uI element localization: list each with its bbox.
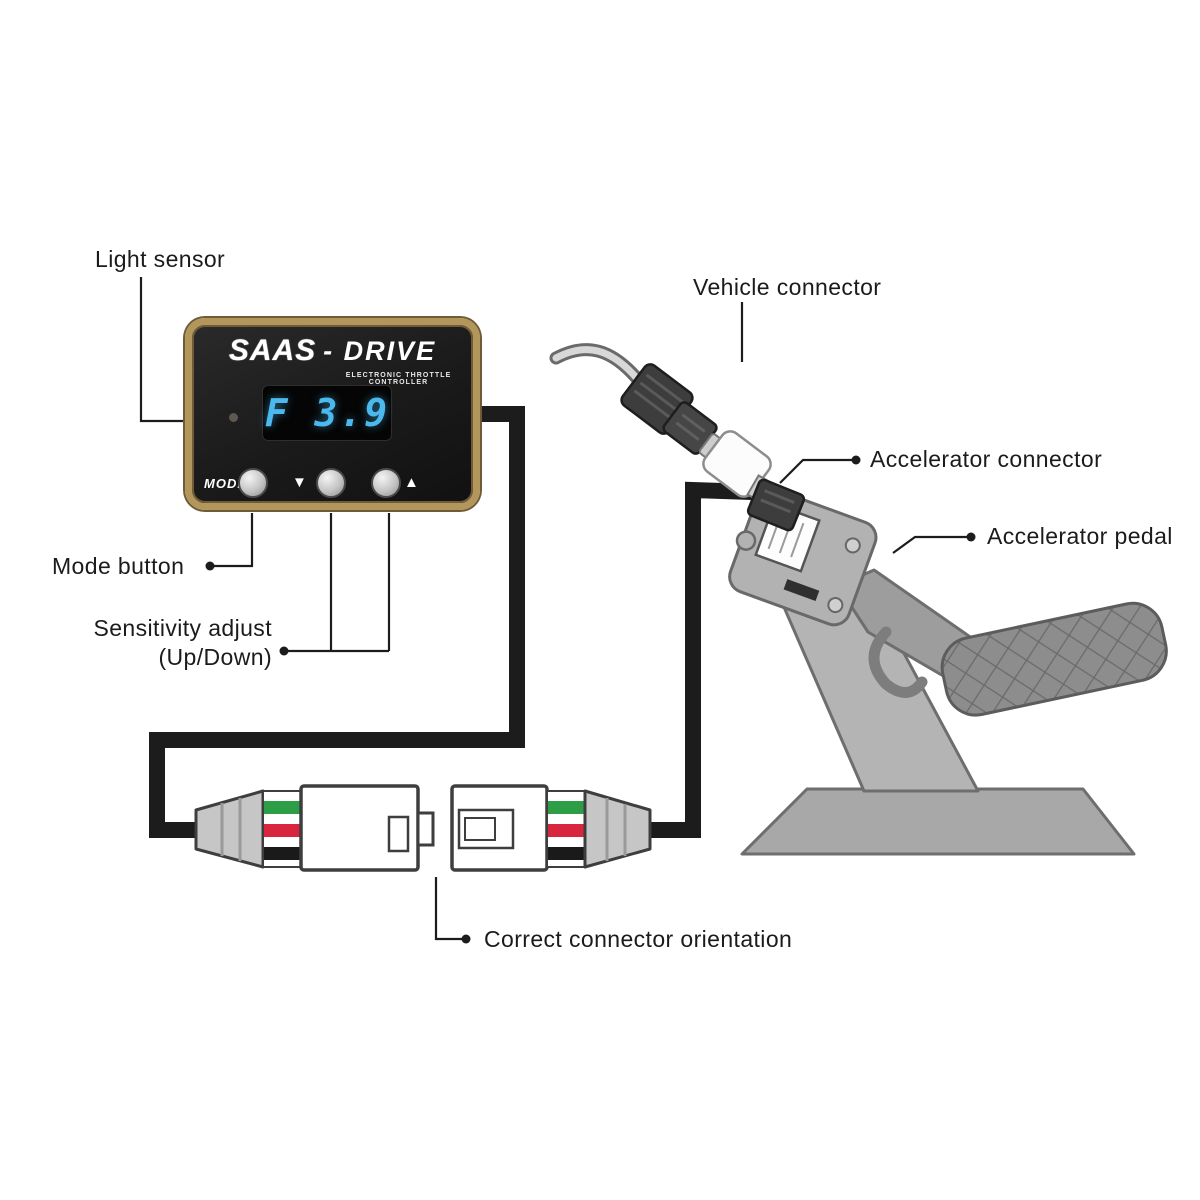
vehicle-connector-assembly xyxy=(549,343,806,532)
connector-pair xyxy=(194,784,652,872)
label-sensitivity-adjust: Sensitivity adjust (Up/Down) xyxy=(40,614,272,672)
sensitivity-down-button[interactable] xyxy=(316,468,346,498)
sensitivity-up-button[interactable] xyxy=(371,468,401,498)
wire-green xyxy=(264,801,300,814)
callout-dots xyxy=(205,455,976,944)
label-sensitivity-line1: Sensitivity adjust xyxy=(93,615,272,641)
up-arrow-icon: ▲ xyxy=(404,474,419,491)
dot-correct-orientation xyxy=(461,934,471,944)
leader-accelerator-pedal xyxy=(892,535,971,554)
brand-logo: SAAS- DRIVE xyxy=(192,334,473,368)
female-opening xyxy=(457,808,515,850)
mode-button-label: MODE xyxy=(204,476,247,491)
label-accelerator-pedal: Accelerator pedal xyxy=(987,523,1173,549)
throttle-controller-device: SAAS- DRIVE ELECTRONIC THROTTLE CONTROLL… xyxy=(185,318,480,510)
label-light-sensor: Light sensor xyxy=(95,246,226,272)
leader-mode-button xyxy=(210,513,254,568)
leader-accelerator-connector xyxy=(779,458,856,484)
display-value: F 3.9 xyxy=(264,391,390,435)
boot-right xyxy=(583,789,652,869)
vehicle-wire xyxy=(552,346,644,386)
screw-icon xyxy=(844,537,861,554)
mode-button[interactable] xyxy=(238,468,268,498)
label-mode-button: Mode button xyxy=(52,553,185,579)
pedal-hook xyxy=(868,626,928,698)
male-tab xyxy=(416,811,435,847)
dot-accelerator-connector xyxy=(851,455,861,465)
label-vehicle-connector: Vehicle connector xyxy=(693,274,882,300)
label-accelerator-connector: Accelerator connector xyxy=(870,446,1103,472)
pedal-base xyxy=(740,787,1136,856)
dot-sensitivity xyxy=(279,646,289,656)
wire-black xyxy=(264,847,300,860)
wire-red xyxy=(548,824,584,837)
dot-accelerator-pedal xyxy=(966,532,976,542)
label-correct-connector-orientation: Correct connector orientation xyxy=(484,926,793,952)
connector-right xyxy=(450,784,652,872)
device-subtitle: ELECTRONIC THROTTLE CONTROLLER xyxy=(345,372,452,386)
connector-left xyxy=(194,784,435,872)
housing-slot xyxy=(783,579,820,602)
screw-icon xyxy=(827,597,844,614)
housing-lug xyxy=(735,530,757,551)
brand-saas: SAAS xyxy=(228,334,317,367)
brand-drive: - DRIVE xyxy=(323,336,437,366)
leader-correct-orientation xyxy=(434,877,466,941)
female-cavity xyxy=(464,817,496,841)
housing-male xyxy=(299,784,420,872)
light-sensor-dot xyxy=(229,413,238,422)
down-arrow-icon: ▼ xyxy=(292,474,307,491)
pedal-pad xyxy=(940,601,1168,717)
wire-black xyxy=(548,847,584,860)
harness-cable-left xyxy=(149,406,525,838)
wire-green xyxy=(548,801,584,814)
boot-left xyxy=(194,789,265,869)
latch-detail xyxy=(387,815,410,853)
housing-female xyxy=(450,784,549,872)
accelerator-plug xyxy=(746,478,806,532)
wire-red xyxy=(264,824,300,837)
leader-sensitivity xyxy=(284,513,391,653)
harness-cable-right xyxy=(648,481,753,838)
digital-display: F 3.9 xyxy=(262,385,392,441)
label-sensitivity-line2: (Up/Down) xyxy=(158,644,272,670)
dot-mode-button xyxy=(205,561,215,571)
accelerator-pedal-assembly xyxy=(728,487,1168,856)
